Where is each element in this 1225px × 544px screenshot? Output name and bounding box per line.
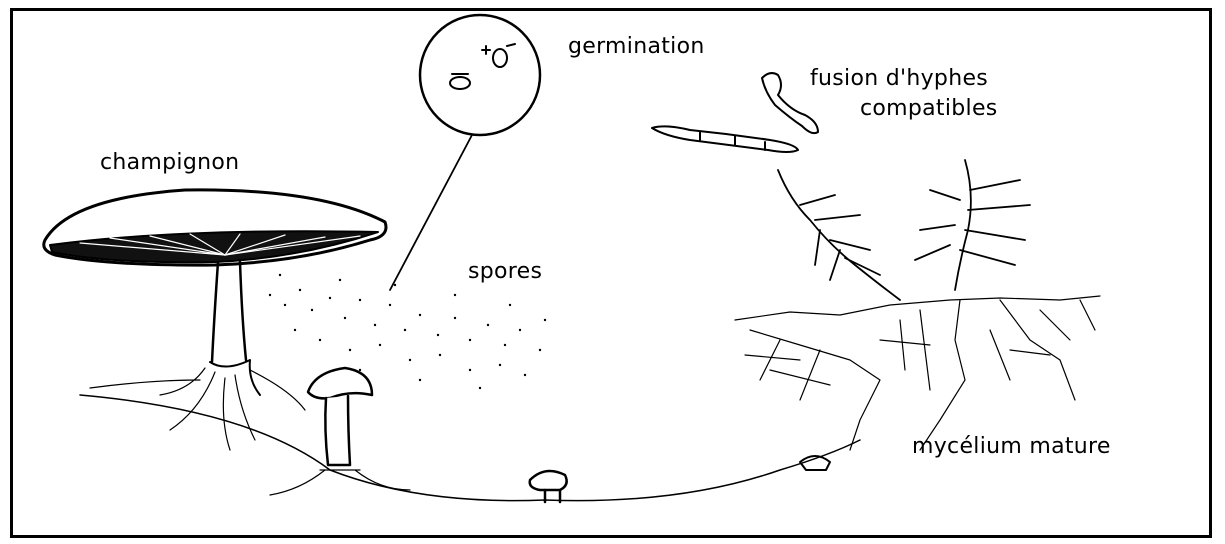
germination-pointer-line bbox=[390, 135, 472, 290]
fusion-label-line2: compatibles bbox=[860, 96, 998, 121]
germination-label: germination bbox=[568, 34, 705, 59]
mature-mycelium-icon bbox=[735, 296, 1100, 450]
spores-cloud-icon bbox=[269, 274, 546, 389]
young-mushroom-icon bbox=[270, 368, 410, 495]
fusion-label-line1: fusion d'hyphes bbox=[810, 66, 988, 91]
hyphae-fusion-icon bbox=[652, 73, 818, 152]
mycelium-label: mycélium mature bbox=[912, 434, 1111, 459]
champignon-label: champignon bbox=[100, 150, 239, 175]
spores-label: spores bbox=[468, 259, 542, 284]
ground-line bbox=[80, 395, 860, 501]
germination-circle-icon bbox=[420, 15, 540, 135]
primordium-icon bbox=[530, 471, 567, 502]
young-mycelium-icon bbox=[778, 160, 1030, 300]
